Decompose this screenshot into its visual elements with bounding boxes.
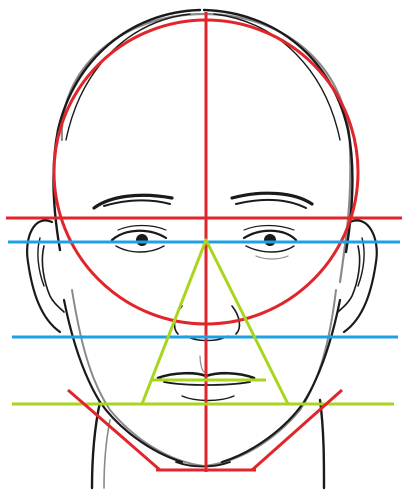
left-eye-crease <box>118 226 166 231</box>
head-outline-left-2 <box>66 14 190 140</box>
right-eye-bag <box>256 256 288 259</box>
neck-right <box>320 400 324 488</box>
left-eye-lower <box>116 246 164 252</box>
jaw-line-right <box>252 390 342 470</box>
head-outline-left <box>54 10 200 250</box>
neck-left-shadow <box>104 420 110 488</box>
head-outline-right <box>204 10 352 252</box>
left-ear-inner <box>42 246 64 312</box>
head-outline-right-2 <box>214 14 340 140</box>
right-eye-crease <box>244 226 294 231</box>
lower-lip <box>182 396 234 401</box>
jaw-line-left <box>68 390 160 470</box>
left-iris <box>136 234 148 246</box>
right-eye-lower <box>246 246 294 252</box>
philtrum <box>200 356 204 372</box>
construction-guides <box>6 12 402 472</box>
right-eyebrow-2 <box>236 200 306 208</box>
left-eyebrow-2 <box>104 200 170 206</box>
right-iris <box>264 234 276 246</box>
